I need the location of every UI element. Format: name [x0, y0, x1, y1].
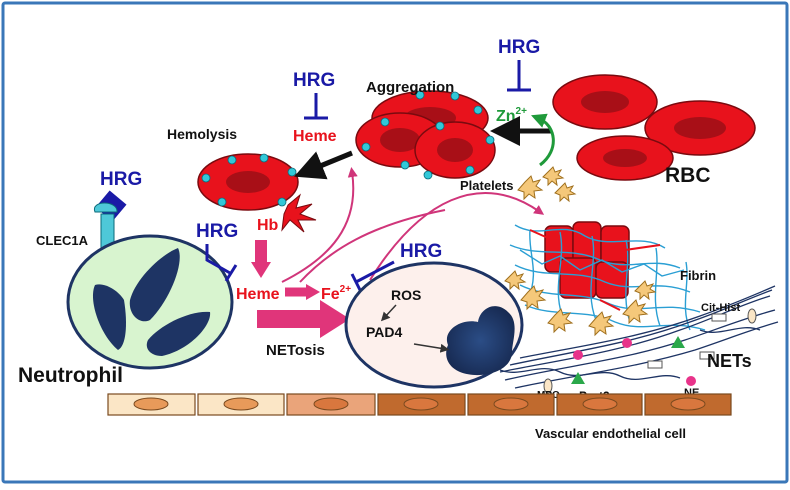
arrow-heme-to-aggregation: [281, 167, 358, 283]
nets-markers: [543, 308, 757, 394]
neutrophil-label: Neutrophil: [18, 364, 123, 387]
arrow-pad4-to-nucleus: [413, 343, 450, 353]
hrg-label-clec1a: HRG: [100, 169, 142, 190]
arrow-platelets-to-zn: [531, 113, 555, 167]
arrow-aggregation-to-hemolysis: [294, 150, 353, 180]
hb-label: Hb: [257, 217, 279, 234]
clec1a-label: CLEC1A: [36, 233, 89, 248]
heme-label-mid: Heme: [236, 286, 280, 303]
fibrin-clot: [504, 221, 706, 337]
hemolysis-rbc: [197, 153, 317, 233]
arrow-ros-to-pad4: [380, 304, 397, 322]
rbc-group: [552, 74, 756, 181]
arrow-fe-to-clot: [369, 192, 545, 281]
nets-fibers: [499, 285, 779, 389]
endothelial-layer: [107, 393, 732, 416]
endothelial-label: Vascular endothelial cell: [535, 426, 686, 441]
nets-label: NETs: [707, 351, 752, 371]
ros-label: ROS: [391, 287, 421, 303]
netosis-label: NETosis: [266, 342, 325, 359]
fibrin-label: Fibrin: [680, 268, 716, 283]
platelets-label: Platelets: [460, 178, 513, 193]
hrg-inhibit-fe: [350, 260, 395, 291]
hrg-inhibit-zn: [507, 60, 531, 92]
hrg-label-heme-mid: HRG: [196, 221, 238, 242]
hrg-inhibit-heme-mid: [205, 244, 238, 282]
neutrophil-cell: [66, 234, 234, 370]
rbc-label: RBC: [665, 164, 711, 187]
hrg-label-heme: HRG: [293, 70, 335, 91]
hrg-label-fe: HRG: [400, 241, 442, 262]
hrg-inhibit-heme-top: [304, 93, 328, 120]
hemolysis-label: Hemolysis: [167, 126, 237, 142]
pad4-label: PAD4: [366, 324, 403, 340]
cit-hist-label: Cit-Hist: [701, 302, 740, 314]
clec1a-receptor: [94, 190, 127, 251]
heme-label-top: Heme: [293, 128, 337, 145]
netosis-arrow: [257, 300, 350, 338]
hrg-label-zn: HRG: [498, 37, 540, 58]
fe-label: Fe2+: [321, 284, 351, 303]
aggregation-label: Aggregation: [366, 79, 454, 96]
netosis-cell: [344, 261, 524, 389]
platelets-group: [517, 166, 577, 203]
aggregated-rbc-cluster: [355, 90, 496, 180]
